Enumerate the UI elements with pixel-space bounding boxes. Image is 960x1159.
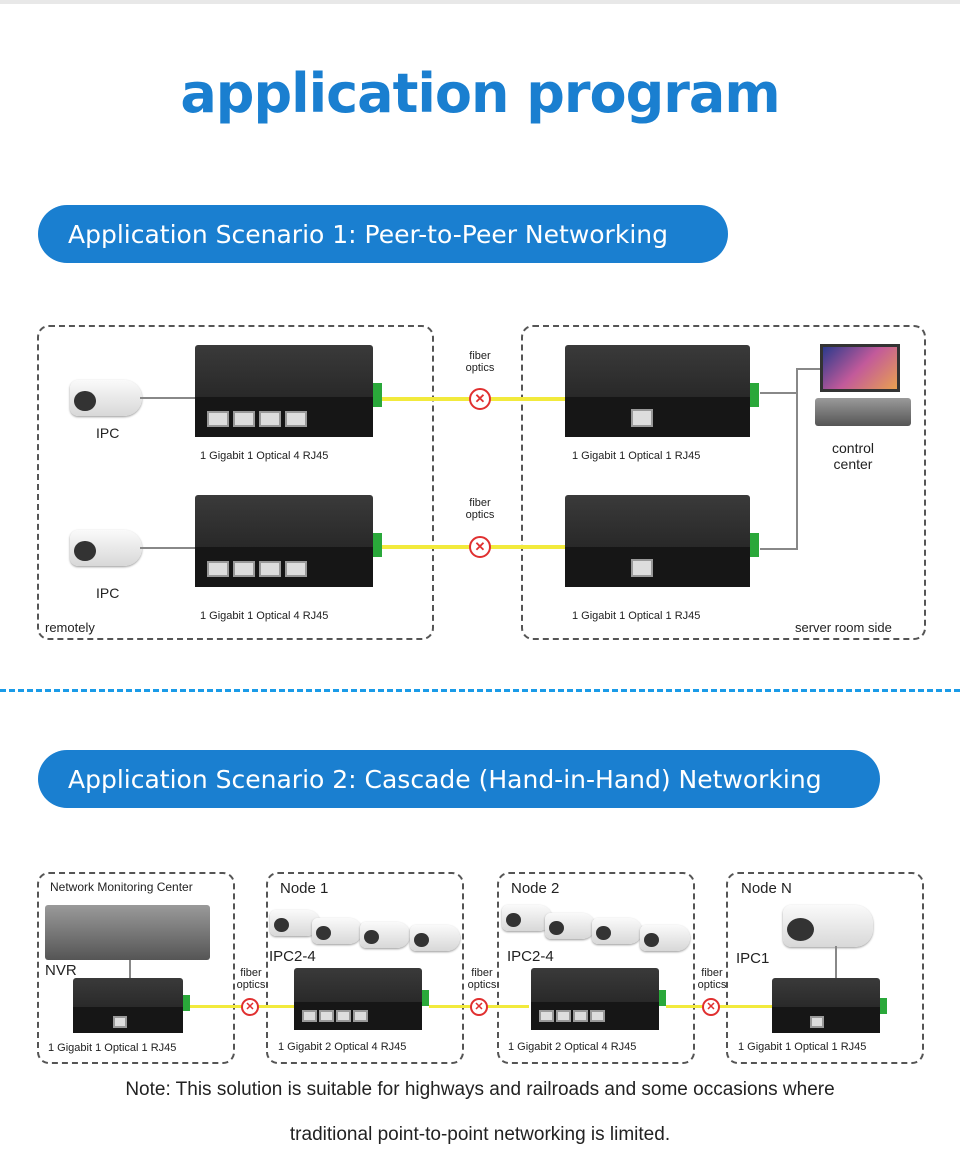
ipc-camera-icon	[70, 530, 142, 566]
scenario-1-heading: Application Scenario 1: Peer-to-Peer Net…	[38, 205, 728, 263]
switch-label: 1 Gigabit 1 Optical 4 RJ45	[200, 450, 329, 462]
server-room-label: server room side	[795, 620, 892, 635]
power-terminal	[183, 995, 190, 1011]
section-divider	[0, 689, 960, 692]
switch-label: 1 Gigabit 1 Optical 1 RJ45	[48, 1042, 177, 1054]
cable	[835, 946, 837, 978]
cable	[129, 960, 131, 980]
ipc-camera-icon	[270, 910, 320, 936]
cable	[760, 548, 798, 550]
page-title: application program	[180, 62, 780, 125]
power-terminal	[422, 990, 429, 1006]
ipc-camera-icon	[545, 913, 595, 939]
fiber-break-icon: ✕	[469, 536, 491, 558]
server-icon	[815, 398, 911, 426]
ipc1-label: IPC1	[736, 950, 770, 967]
ipc-camera-icon	[70, 380, 142, 416]
cable	[760, 392, 798, 394]
switch-label: 1 Gigabit 2 Optical 4 RJ45	[278, 1041, 407, 1053]
node-n-label: Node N	[741, 880, 792, 897]
node-1-box	[266, 872, 464, 1064]
fiber-break-icon: ✕	[470, 998, 488, 1016]
power-terminal	[880, 998, 887, 1014]
switch-label: 1 Gigabit 1 Optical 1 RJ45	[738, 1041, 867, 1053]
ipc-camera-icon	[640, 925, 690, 951]
power-terminal	[750, 533, 759, 557]
switch-1-rj45	[73, 978, 183, 1033]
switch-label: 1 Gigabit 1 Optical 1 RJ45	[572, 610, 701, 622]
switch-label: 1 Gigabit 1 Optical 4 RJ45	[200, 610, 329, 622]
ipc-label: IPC	[96, 425, 120, 441]
fiber-line	[666, 1005, 776, 1008]
scenario-2-heading: Application Scenario 2: Cascade (Hand-in…	[38, 750, 880, 808]
ipc2-4-label: IPC2-4	[507, 948, 554, 965]
monitoring-center-label: Network Monitoring Center	[50, 880, 193, 894]
switch-1-rj45	[772, 978, 880, 1033]
top-bar	[0, 0, 960, 4]
node-2-label: Node 2	[511, 880, 560, 897]
cable	[140, 397, 196, 399]
node-2-box	[497, 872, 695, 1064]
note-line-2: traditional point-to-point networking is…	[289, 1124, 671, 1145]
cable	[140, 547, 196, 549]
fiber-break-icon: ✕	[702, 998, 720, 1016]
ipc-camera-icon	[360, 922, 410, 948]
ipc-label: IPC	[96, 585, 120, 601]
power-terminal	[659, 990, 666, 1006]
ipc-camera-icon	[502, 905, 552, 931]
node-n-box	[726, 872, 924, 1064]
ipc-camera-icon	[312, 918, 362, 944]
switch-4-rj45	[195, 495, 373, 587]
power-terminal	[373, 533, 382, 557]
cable	[796, 368, 820, 370]
switch-label: 1 Gigabit 1 Optical 1 RJ45	[572, 450, 701, 462]
server-room-box	[521, 325, 926, 640]
ipc-camera-icon	[592, 918, 642, 944]
fiber-break-icon: ✕	[241, 998, 259, 1016]
switch-4-rj45	[195, 345, 373, 437]
ipc-camera-icon	[410, 925, 460, 951]
switch-1-rj45	[565, 495, 750, 587]
remote-box	[37, 325, 434, 640]
switch-4-rj45	[531, 968, 659, 1030]
ipc2-4-label: IPC2-4	[269, 948, 316, 965]
monitor-icon	[820, 344, 900, 392]
nvr-label: NVR	[45, 962, 77, 979]
cable	[796, 368, 798, 550]
note-line-1: Note: This solution is suitable for high…	[125, 1079, 835, 1100]
switch-4-rj45	[294, 968, 422, 1030]
power-terminal	[750, 383, 759, 407]
switch-label: 1 Gigabit 2 Optical 4 RJ45	[508, 1041, 637, 1053]
monitoring-center-box	[37, 872, 235, 1064]
switch-1-rj45	[565, 345, 750, 437]
ipc-camera-icon	[783, 905, 873, 947]
power-terminal	[373, 383, 382, 407]
node-1-label: Node 1	[280, 880, 329, 897]
remote-label: remotely	[45, 620, 95, 635]
fiber-break-icon: ✕	[469, 388, 491, 410]
nvr-icon	[45, 905, 210, 960]
